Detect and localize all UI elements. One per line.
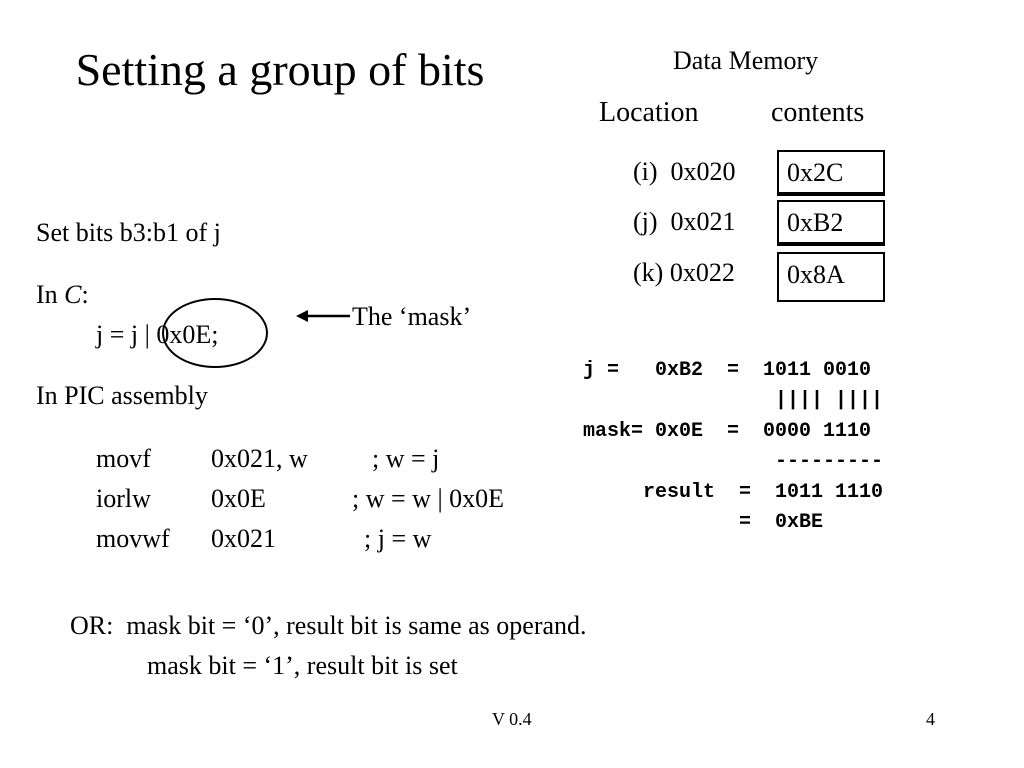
mask-highlight-ellipse: [162, 298, 268, 368]
column-contents: contents: [771, 97, 865, 128]
asm-op-movwf: movwf: [96, 524, 170, 553]
footer-version: V 0.4: [492, 709, 532, 729]
memory-location-j: (j) 0x021: [633, 207, 736, 236]
memory-location-k: (k) 0x022: [633, 258, 735, 287]
in-c-language: C: [64, 280, 82, 309]
asm-comment: ; w = w | 0x0E: [352, 484, 505, 513]
arrow-left-icon: [296, 310, 350, 322]
calc-line: ---------: [583, 450, 884, 473]
data-memory-header: Data Memory: [673, 46, 819, 75]
mask-label: The ‘mask’: [352, 302, 472, 331]
asm-args: 0x021, w: [211, 444, 308, 473]
asm-args: 0x021: [211, 524, 276, 553]
calc-line: mask= 0x0E = 0000 1110: [583, 420, 872, 443]
asm-args: 0x0E: [211, 484, 266, 513]
memory-cell-i: 0x2C: [777, 150, 885, 196]
memory-cell-j: 0xB2: [777, 200, 885, 246]
in-c-label: In C:: [36, 280, 89, 310]
memory-cell-k: 0x8A: [777, 252, 885, 302]
in-pic-label: In PIC assembly: [36, 381, 208, 410]
set-bits-text: Set bits b3:b1 of j: [36, 218, 221, 247]
asm-comment: ; j = w: [364, 524, 432, 553]
asm-op-movf: movf: [96, 444, 151, 473]
column-location: Location: [599, 97, 699, 128]
in-c-prefix: In: [36, 280, 65, 309]
calc-line: result = 1011 1110: [583, 481, 884, 504]
or-explanation-line2: mask bit = ‘1’, result bit is set: [147, 651, 458, 680]
calc-line: = 0xBE: [583, 511, 824, 534]
calc-line: |||| ||||: [583, 389, 884, 412]
slide-title: Setting a group of bits: [75, 44, 485, 95]
calc-line: j = 0xB2 = 1011 0010: [583, 359, 872, 382]
asm-op-iorlw: iorlw: [96, 484, 151, 513]
memory-location-i: (i) 0x020: [633, 157, 736, 186]
in-c-suffix: :: [81, 280, 89, 309]
or-explanation-line1: OR: mask bit = ‘0’, result bit is same a…: [70, 611, 587, 640]
footer-page-number: 4: [926, 709, 935, 729]
asm-comment: ; w = j: [372, 444, 440, 473]
